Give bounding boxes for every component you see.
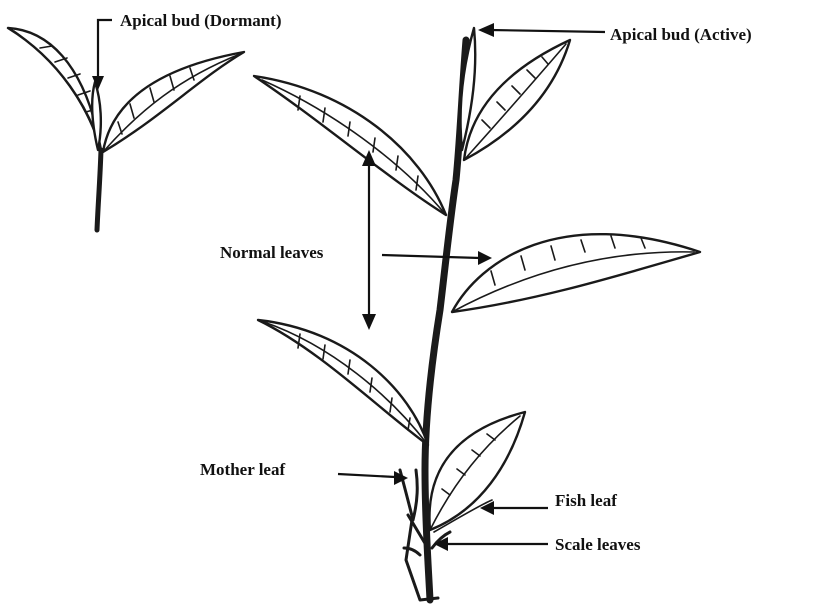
dormant-bud	[92, 82, 101, 150]
fish-leaf	[429, 412, 525, 530]
dormant-shoot	[8, 28, 244, 230]
main-shoot	[254, 28, 700, 600]
labels: Apical bud (Dormant) Apical bud (Active)…	[120, 11, 752, 554]
label-apical-bud-dormant: Apical bud (Dormant)	[120, 11, 282, 30]
label-scale-leaves: Scale leaves	[555, 535, 641, 554]
lower-left-leaf	[258, 320, 428, 445]
arrowhead-apical-bud-active	[478, 23, 494, 37]
dormant-left-leaf	[8, 28, 101, 150]
label-apical-bud-active: Apical bud (Active)	[610, 25, 752, 44]
label-fish-leaf: Fish leaf	[555, 491, 617, 510]
dormant-left-leaf-midrib	[14, 31, 101, 150]
dormant-shoot-stem	[97, 150, 101, 230]
arrow-apical-bud-active	[490, 30, 605, 32]
arrow-apical-bud-dormant	[98, 20, 112, 80]
arrow-normal-leaves-right	[382, 255, 480, 258]
upper-left-leaf	[254, 76, 446, 215]
dormant-right-leaf	[103, 52, 244, 152]
right-middle-leaf	[452, 234, 700, 312]
arrowhead-normal-leaves-down	[362, 314, 376, 330]
arrowhead-normal-leaves-right	[478, 251, 492, 265]
label-normal-leaves: Normal leaves	[220, 243, 324, 262]
top-right-leaf-midrib	[464, 44, 566, 160]
arrow-mother-leaf	[338, 474, 395, 477]
label-mother-leaf: Mother leaf	[200, 460, 285, 479]
